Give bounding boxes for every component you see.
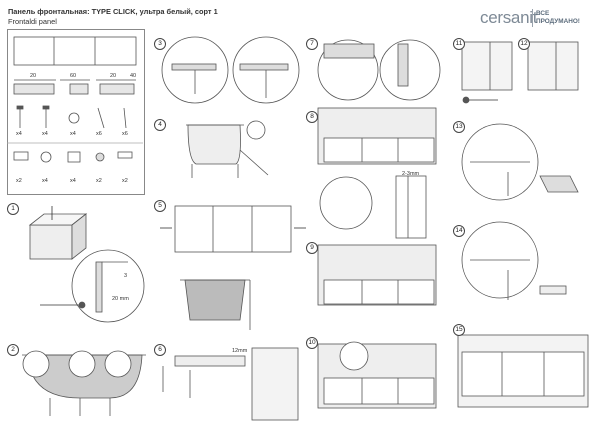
- step-number: 12: [518, 38, 530, 50]
- step12-corner: [527, 41, 579, 91]
- part-qty: x2: [122, 178, 128, 184]
- part-qty: x4: [70, 178, 76, 184]
- document-subtitle: Frontaldi panel: [8, 17, 57, 26]
- step-number: 11: [453, 38, 465, 50]
- step-number: 2: [7, 344, 19, 356]
- part-qty: x2: [96, 178, 102, 184]
- dim-label: 60: [70, 73, 77, 79]
- step6-rail: [174, 355, 246, 367]
- step4-tub: [187, 124, 241, 165]
- brand-logo: cersanit ВСЕ ПРОДУМАНО!: [480, 6, 598, 32]
- step11-corner: [461, 41, 513, 91]
- dim-label: 40: [130, 73, 137, 79]
- part-qty: x4: [42, 178, 48, 184]
- dim-20mm-annotation: 20 mm: [112, 296, 129, 302]
- front-panel-drawing: [13, 36, 137, 66]
- step-number: 10: [306, 337, 318, 349]
- screws-row-1: [16, 105, 127, 129]
- brand-tagline-1: ВСЕ: [536, 10, 550, 17]
- parts-list-box: [7, 29, 145, 195]
- step-number: 4: [154, 119, 166, 131]
- dim-12mm-annotation: 12mm: [232, 348, 248, 354]
- step5-panel: [174, 205, 292, 253]
- step7-detail-left: [317, 39, 379, 101]
- gap-annotation: 2-3mm: [402, 171, 420, 177]
- package-box: [29, 224, 73, 260]
- dim-label: 20: [30, 73, 37, 79]
- step7-detail-right: [379, 39, 441, 101]
- step-number: 6: [154, 344, 166, 356]
- brand-name: cersanit: [480, 8, 538, 27]
- step-number: 13: [453, 121, 465, 133]
- part-qty: x4: [70, 131, 76, 137]
- step3-detail-left: [161, 36, 229, 104]
- step-number: 3: [154, 38, 166, 50]
- part-qty: x4: [42, 131, 48, 137]
- step1-detail-circle: [71, 249, 145, 323]
- step-number: 1: [7, 203, 19, 215]
- step-number: 15: [453, 324, 465, 336]
- height-annotation: 3: [124, 273, 128, 279]
- step13-detail: [461, 123, 539, 201]
- step-number: 9: [306, 242, 318, 254]
- part-qty: x6: [122, 131, 128, 137]
- document-title: Панель фронтальная: TYPE CLICK, ультра б…: [8, 7, 218, 16]
- part-qty: x2: [16, 178, 22, 184]
- step-number: 7: [306, 38, 318, 50]
- brand-tagline-2: ПРОДУМАНО!: [536, 18, 580, 25]
- step-number: 8: [306, 111, 318, 123]
- part-qty: x6: [96, 131, 102, 137]
- small-parts-row-2: [13, 151, 133, 163]
- part-qty: x4: [16, 131, 22, 137]
- brand-divider: [532, 9, 533, 27]
- step-number: 5: [154, 200, 166, 212]
- step14-detail: [461, 221, 539, 299]
- dim-label: 20: [110, 73, 117, 79]
- step-number: 14: [453, 225, 465, 237]
- step3-detail-right: [232, 36, 300, 104]
